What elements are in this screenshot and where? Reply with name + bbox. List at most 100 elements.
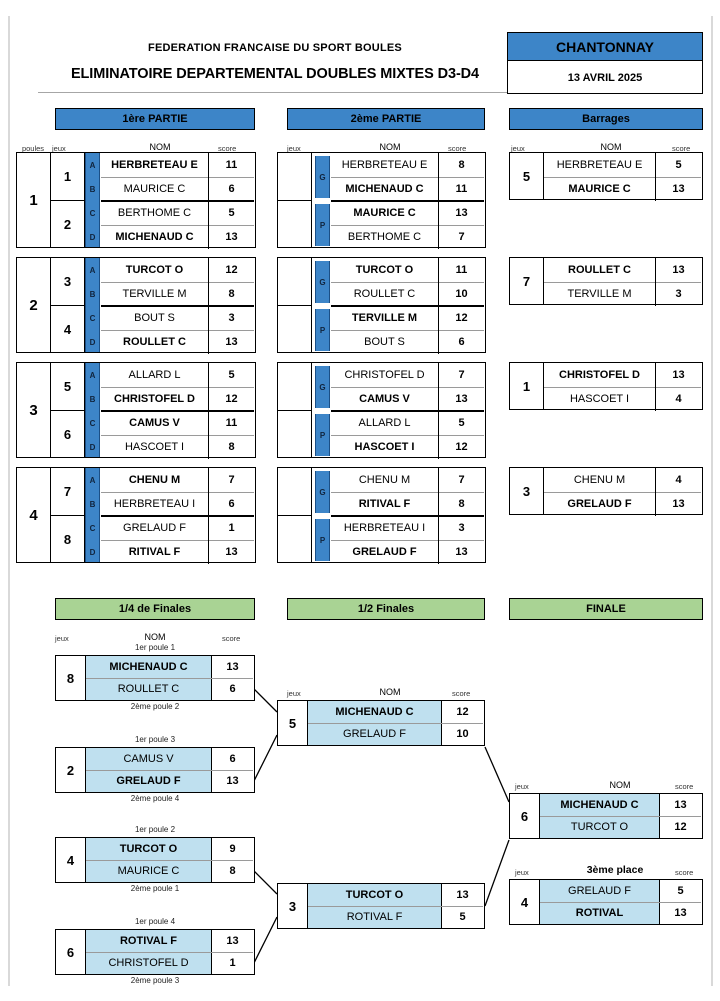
poule-block-1: 1 1 2 A B C D HERBRETEAU E 11 MAURICE C … (16, 152, 256, 249)
jeu-number (278, 363, 312, 411)
player-score: 13 (438, 201, 484, 225)
player-row: CHRISTOFEL D 13 (544, 363, 701, 387)
poule-number: 3 (17, 363, 51, 457)
player-row: ROTIVAL F 13 (86, 930, 253, 952)
player-row: ROULLET C 13 (101, 330, 254, 354)
jeu-number: 1 (51, 153, 85, 201)
player-name: CHENU M (358, 474, 411, 486)
player-name: ROULLET C (123, 336, 186, 348)
row-separator (331, 177, 484, 178)
player-name: BERTHOME C (117, 207, 192, 219)
match-box-sf-2: 3 TURCOT O 13 ROTIVAL F 5 (277, 883, 485, 929)
caption-jeux-sf: jeux (287, 689, 301, 698)
event-date: 13 AVRIL 2025 (567, 71, 643, 84)
player-row: CAMUS V 13 (331, 387, 484, 411)
player-score: 13 (211, 656, 253, 678)
caption-score-pf: score (675, 868, 694, 877)
row-separator (101, 540, 254, 541)
row-separator (86, 770, 253, 771)
caption-score-sf: score (452, 689, 471, 698)
row-separator (544, 387, 701, 388)
player-score: 3 (208, 306, 254, 330)
row-separator (544, 177, 701, 178)
row-separator (331, 330, 484, 331)
player-score: 5 (655, 153, 701, 177)
qf-note-top: 1er poule 4 (134, 917, 176, 926)
player-score: 4 (655, 468, 701, 492)
player-score: 6 (438, 330, 484, 354)
caption-jeux-pf: jeux (515, 868, 529, 877)
player-name: ALLARD L (358, 417, 411, 429)
jeu-number (278, 411, 312, 458)
caption-jeux-f: jeux (515, 782, 529, 791)
player-row: HERBRETEAU I 6 (101, 492, 254, 516)
player-row: HERBRETEAU E 11 (101, 153, 254, 177)
letter-a: A (89, 160, 96, 170)
jeu-number: 2 (56, 748, 86, 792)
player-row: ALLARD L 5 (331, 411, 484, 435)
banner-partie1: 1ère PARTIE (55, 108, 255, 130)
player-score: 12 (438, 306, 484, 330)
player-row: GRELAUD F 10 (308, 723, 483, 745)
player-row: TURCOT O 12 (540, 816, 701, 838)
caption-jeux-bar: jeux (511, 144, 525, 153)
game-separator (331, 515, 484, 517)
player-name: BOUT S (364, 336, 405, 348)
letter-d: D (89, 547, 96, 557)
player-row: GRELAUD F 5 (540, 880, 701, 902)
player-row: CHRISTOFEL D 7 (331, 363, 484, 387)
game-separator (331, 305, 484, 307)
player-name: BOUT S (134, 312, 175, 324)
row-separator (101, 387, 254, 388)
player-score: 12 (208, 258, 254, 282)
player-row: TURCOT O 12 (101, 258, 254, 282)
player-name: CHRISTOFEL D (86, 952, 211, 974)
player-score: 7 (438, 363, 484, 387)
player-name: HASCOET I (354, 441, 415, 453)
player-score: 6 (211, 748, 253, 770)
row-separator (544, 282, 701, 283)
player-row: HASCOET I 8 (101, 435, 254, 459)
player-row: GRELAUD F 1 (101, 516, 254, 540)
row-separator (331, 540, 484, 541)
jeu-number: 6 (51, 411, 85, 458)
player-row: BERTHOME C 7 (331, 225, 484, 249)
player-score: 7 (438, 225, 484, 249)
player-name: TURCOT O (540, 816, 659, 838)
letter-c: C (89, 523, 96, 533)
player-score: 1 (211, 952, 253, 974)
row-separator (331, 387, 484, 388)
letter-b: B (89, 289, 96, 299)
player-name: BERTHOME C (347, 231, 422, 243)
caption-nom-sf: NOM (379, 687, 401, 697)
player-name: CHRISTOFEL D (344, 369, 425, 381)
player-score: 5 (659, 880, 701, 902)
letter-a: A (89, 370, 96, 380)
player-name: ALLARD L (128, 369, 181, 381)
caption-nom-p1: NOM (149, 142, 171, 152)
player-name: MICHENAUD C (86, 656, 211, 678)
player-name: TURCOT O (355, 264, 414, 276)
player-row: RITIVAL F 8 (331, 492, 484, 516)
player-score: 3 (655, 282, 701, 306)
player-score: 12 (208, 387, 254, 411)
qf-note-bottom: 2ème poule 4 (130, 794, 180, 803)
row-separator (331, 492, 484, 493)
letter-strip-g (315, 471, 330, 513)
letter-g: G (319, 382, 326, 392)
caption-jeux-p2: jeux (287, 144, 301, 153)
player-score: 13 (211, 930, 253, 952)
player-name: HERBRETEAU E (341, 159, 428, 171)
jeu-number (278, 468, 312, 516)
player-row: HASCOET I 4 (544, 387, 701, 411)
letter-p: P (319, 325, 326, 335)
jeu-number: 6 (56, 930, 86, 974)
petite-finale-title: 3ème place (586, 864, 644, 876)
caption-score-f: score (675, 782, 694, 791)
player-score: 5 (208, 201, 254, 225)
player-score: 13 (208, 540, 254, 564)
player-score: 13 (659, 902, 701, 924)
letter-strip-g (315, 156, 330, 198)
letter-p: P (319, 430, 326, 440)
game-separator (101, 305, 254, 307)
